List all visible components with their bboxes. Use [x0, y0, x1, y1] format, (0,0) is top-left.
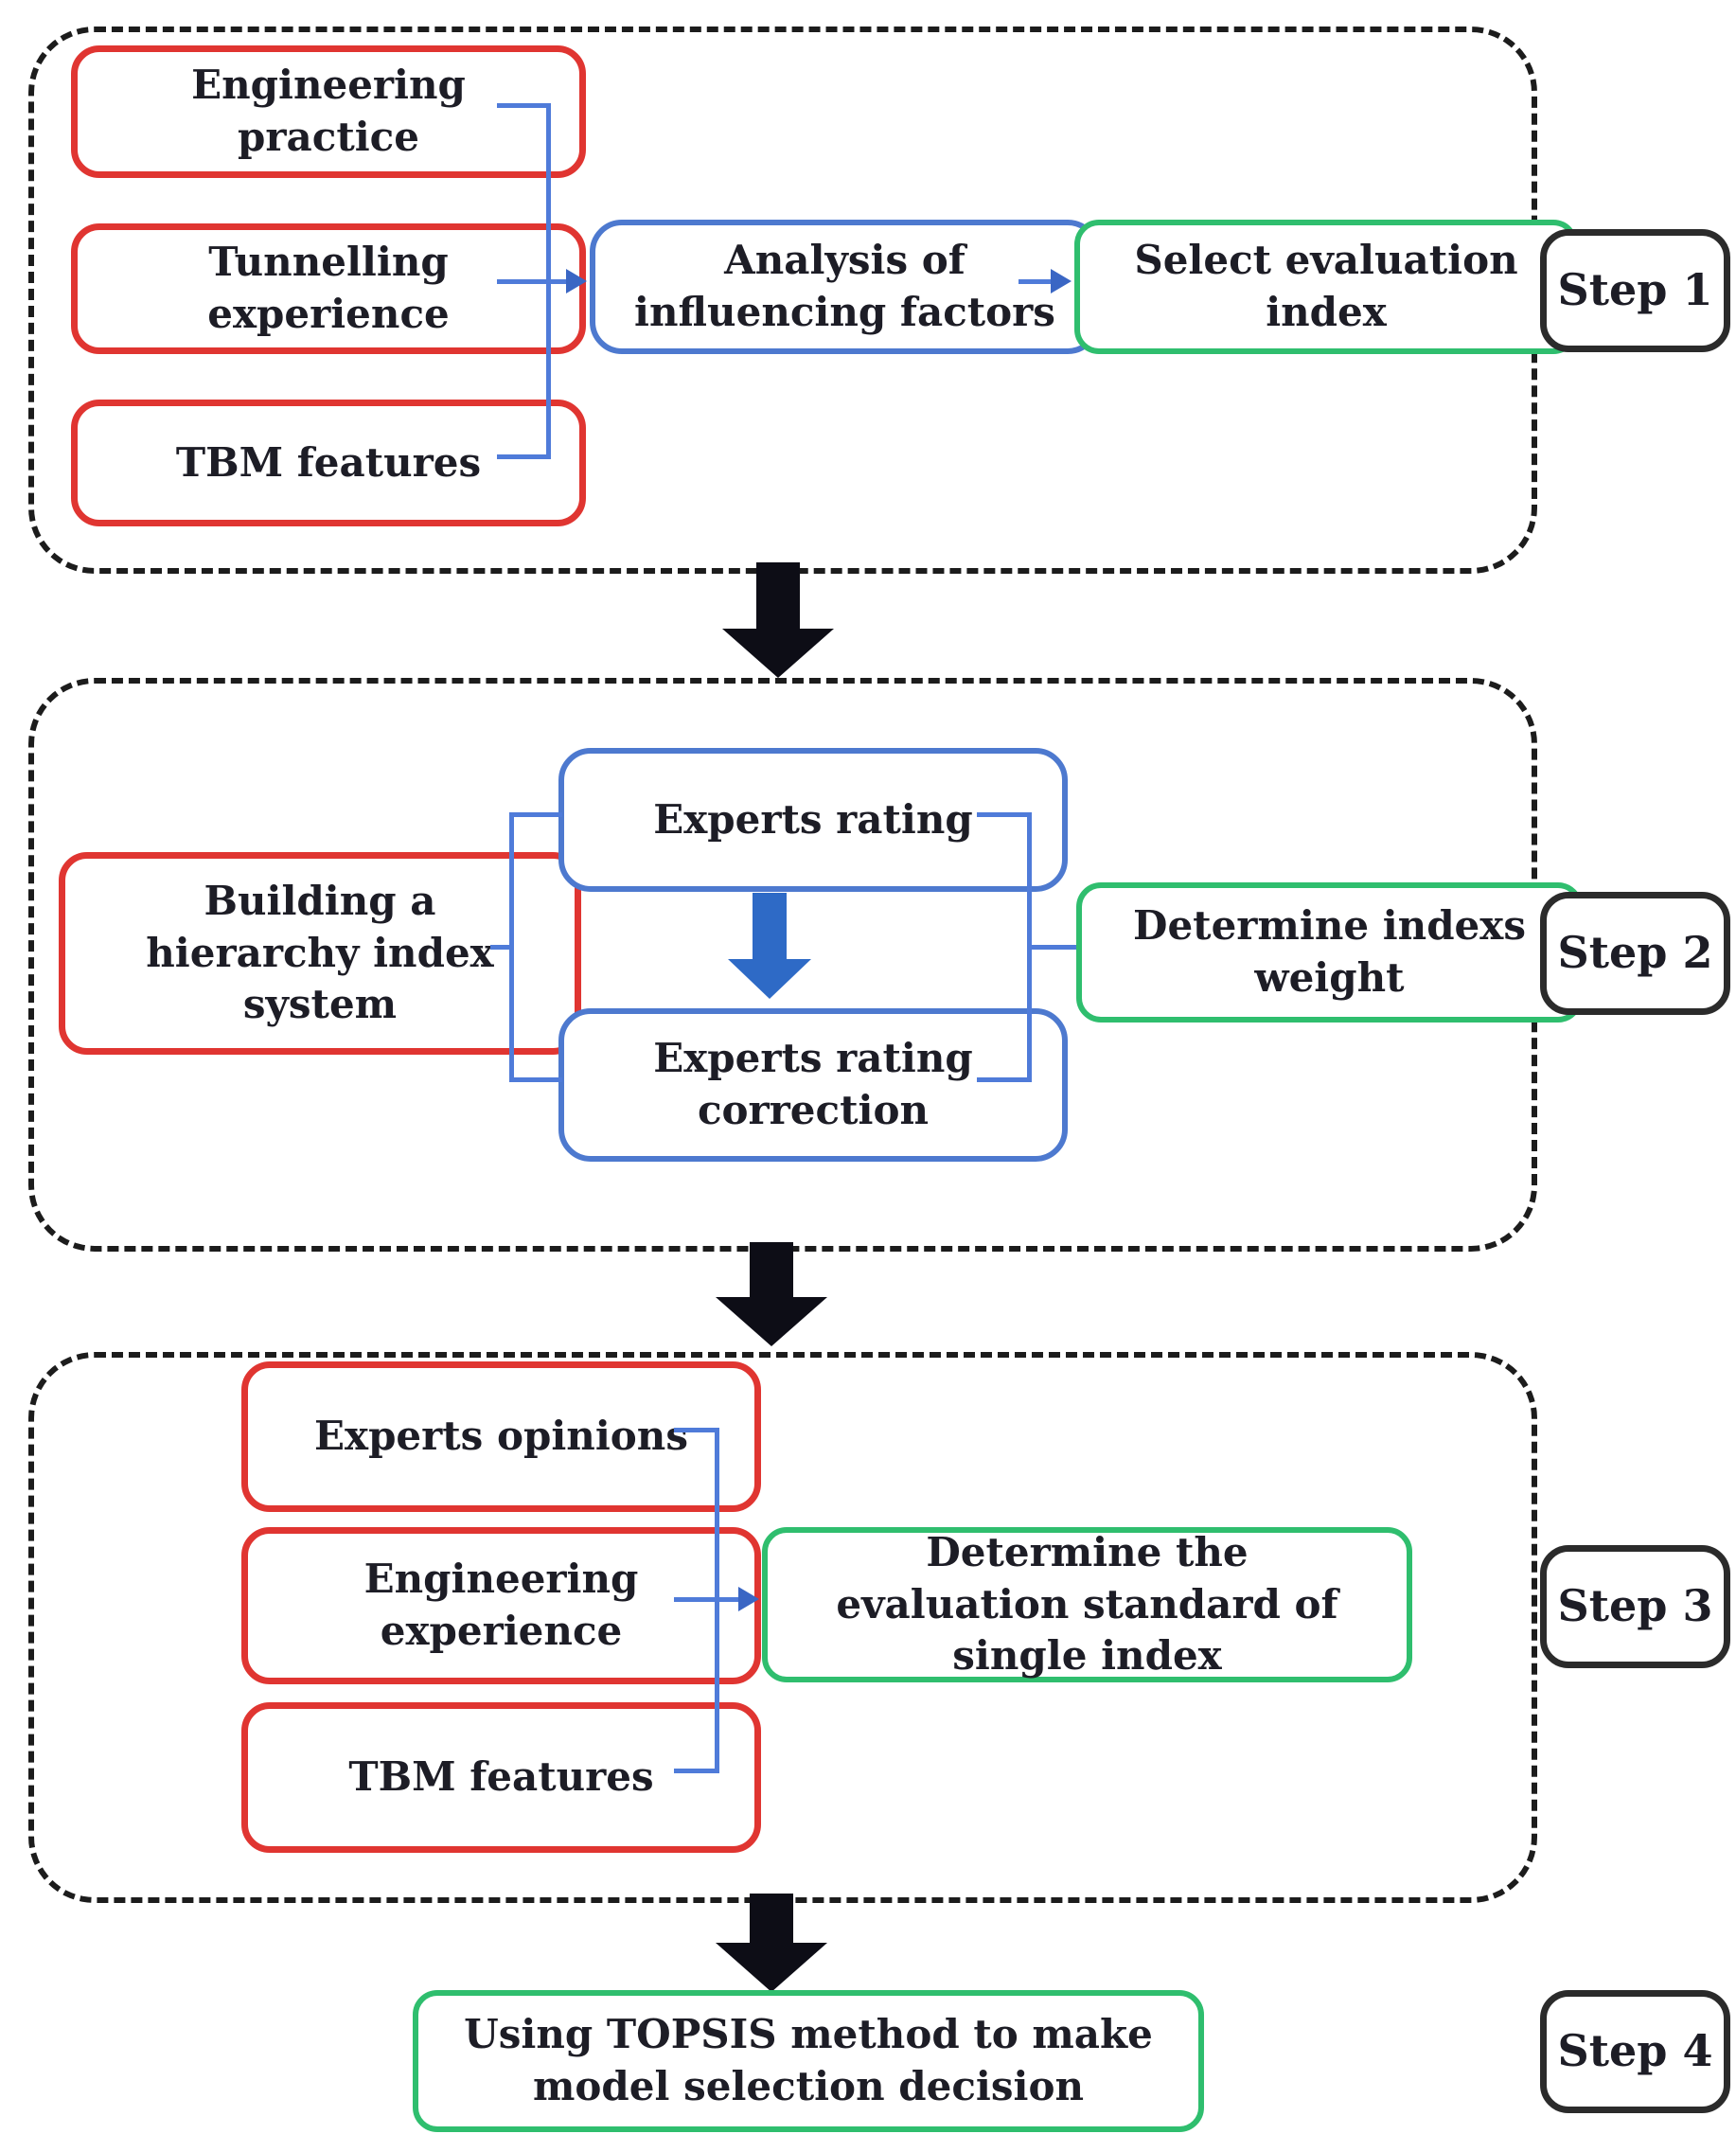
connector-line — [1019, 279, 1053, 284]
box-label: Determine the evaluation standard of sin… — [836, 1529, 1338, 1680]
box-label: Tunnelling experience — [207, 239, 450, 337]
step1-label-box: Step 1 — [1540, 229, 1730, 352]
connector-line — [509, 1077, 562, 1082]
box-label: Building a hierarchy index system — [146, 878, 494, 1028]
box-label: Analysis of influencing factors — [634, 237, 1055, 335]
box-engineering-practice: Engineering practice — [71, 45, 586, 178]
box-label: Determine indexs weight — [1133, 902, 1526, 1001]
right-arrowhead-icon — [738, 1587, 759, 1611]
box-engineering-experience: Engineering experience — [241, 1527, 761, 1684]
box-building-hierarchy-index-system: Building a hierarchy index system — [59, 852, 581, 1055]
connector-line — [977, 812, 1032, 817]
box-select-evaluation-index: Select evaluation index — [1074, 220, 1578, 354]
step-label: Step 4 — [1557, 2025, 1713, 2077]
connector-line — [674, 1597, 742, 1602]
box-tunnelling-experience: Tunnelling experience — [71, 223, 586, 354]
connector-line — [497, 279, 571, 284]
connector-line — [509, 812, 562, 817]
box-label: Experts opinions — [314, 1413, 688, 1460]
step-label: Step 1 — [1557, 264, 1713, 316]
connector-line — [1027, 945, 1078, 950]
box-experts-opinions: Experts opinions — [241, 1361, 761, 1512]
step-label: Step 2 — [1557, 927, 1713, 979]
connector-line — [674, 1428, 719, 1432]
connector-line — [674, 1769, 719, 1773]
box-determine-indexs-weight: Determine indexs weight — [1076, 882, 1583, 1023]
box-label: TBM features — [348, 1753, 654, 1801]
box-experts-rating: Experts rating — [558, 748, 1068, 892]
box-topsis-decision: Using TOPSIS method to make model select… — [413, 1990, 1204, 2132]
step2-label-box: Step 2 — [1540, 892, 1730, 1015]
box-label: Select evaluation index — [1134, 237, 1518, 335]
box-tbm-features-step3: TBM features — [241, 1702, 761, 1853]
box-experts-rating-correction: Experts rating correction — [558, 1008, 1068, 1162]
box-label: Engineering practice — [191, 62, 466, 160]
box-label: TBM features — [175, 438, 482, 486]
connector-line — [497, 103, 549, 108]
box-determine-evaluation-standard: Determine the evaluation standard of sin… — [762, 1527, 1412, 1682]
connector-line — [977, 1077, 1032, 1082]
step-label: Step 3 — [1557, 1580, 1713, 1632]
box-tbm-features: TBM features — [71, 400, 586, 526]
connector-line — [490, 945, 514, 950]
step3-label-box: Step 3 — [1540, 1545, 1730, 1668]
right-arrowhead-icon — [566, 269, 587, 293]
box-analysis-influencing-factors: Analysis of influencing factors — [590, 220, 1100, 354]
connector-line — [497, 454, 549, 459]
right-arrowhead-icon — [1051, 269, 1072, 293]
box-label: Engineering experience — [363, 1556, 639, 1654]
box-label: Using TOPSIS method to make model select… — [464, 2011, 1153, 2109]
box-label: Experts rating correction — [653, 1035, 973, 1133]
box-label: Experts rating — [653, 795, 973, 843]
step4-label-box: Step 4 — [1540, 1990, 1730, 2113]
